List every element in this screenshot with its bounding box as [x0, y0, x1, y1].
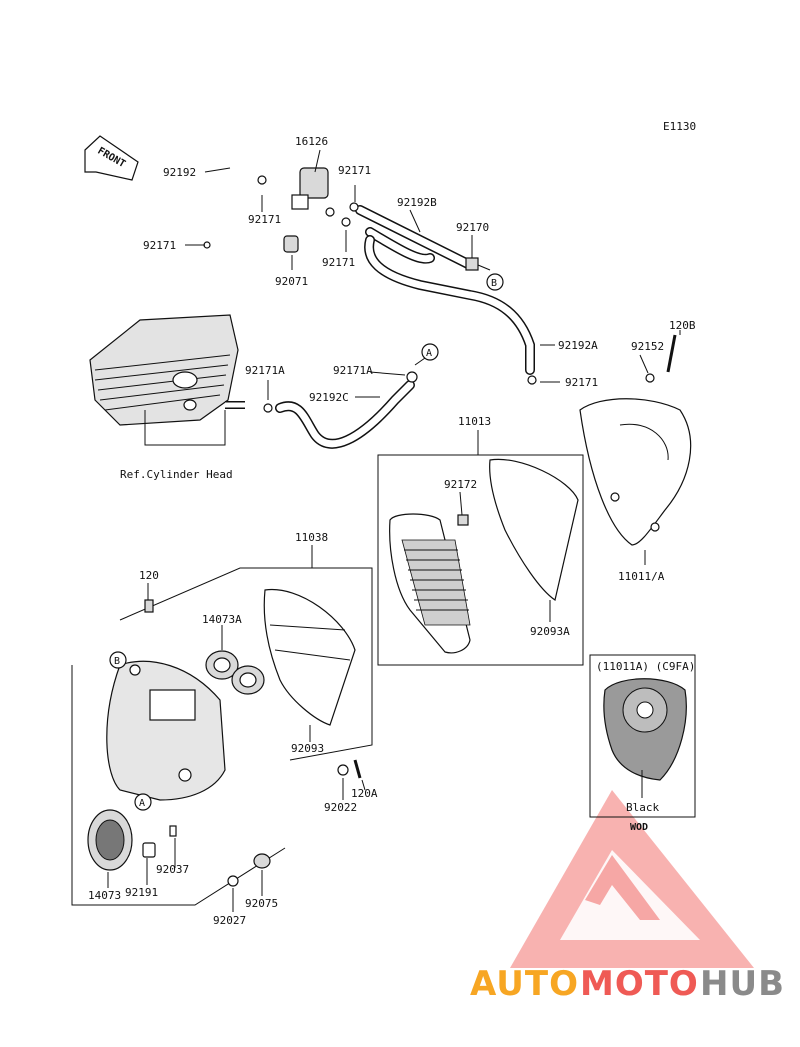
watermark-text: AUTO MOTO HUB [470, 964, 785, 1004]
part-label: 92093A [530, 625, 570, 638]
watermark-logo-icon [510, 790, 754, 968]
part-label: 92171 [565, 376, 598, 389]
svg-text:A: A [426, 348, 432, 359]
gasket-92093a-icon [489, 458, 579, 601]
seal-92071-icon [283, 235, 299, 253]
part-label: 92192B [397, 196, 437, 209]
part-label: 92172 [444, 478, 477, 491]
watermark-part2: MOTO [580, 964, 699, 1004]
part-label: 14073A [202, 613, 242, 626]
svg-text:B: B [491, 278, 497, 289]
leader-lines [107, 149, 681, 912]
callout-a-upper: A [421, 343, 439, 361]
part-label: 92171A [333, 364, 373, 377]
part-label: 92171 [338, 164, 371, 177]
part-label: 92071 [275, 275, 308, 288]
ref-cylinder-head-label: Ref.Cylinder Head [120, 468, 233, 481]
part-label: 14073 [88, 889, 121, 902]
intake-14073a-icon [205, 650, 265, 695]
part-label: 92152 [631, 340, 664, 353]
air-box-base-icon [106, 660, 226, 801]
part-label: 11011/A [618, 570, 665, 583]
filter-group-box [377, 454, 584, 666]
diagram-code: E1130 [663, 120, 696, 133]
part-label: 92093 [291, 742, 324, 755]
part-label: 92171 [322, 256, 355, 269]
variant-cover-icon [603, 678, 687, 781]
air-cleaner-cover-icon [579, 334, 692, 546]
svg-text:B: B [114, 656, 120, 667]
part-label: 92075 [245, 897, 278, 910]
lower-group-outline [119, 567, 373, 761]
variant-sublabel: WOD [630, 822, 648, 833]
part-label: 92171 [248, 213, 281, 226]
part-label: 92022 [324, 801, 357, 814]
watermark-part1: AUTO [470, 964, 579, 1004]
callout-b-lower: B [109, 651, 127, 669]
part-label: 92027 [213, 914, 246, 927]
variant-color-label: Black [626, 801, 659, 814]
part-label: 11038 [295, 531, 328, 544]
part-label: 11013 [458, 415, 491, 428]
cylinder-head-icon [89, 314, 245, 446]
part-label: 92191 [125, 886, 158, 899]
watermark-part3: HUB [700, 964, 785, 1004]
variant-label: (11011A) (C9FA) [596, 660, 695, 673]
hose-valve-assembly [191, 156, 537, 385]
valve-16126-icon [299, 167, 329, 199]
callout-b-upper: B [486, 273, 504, 291]
part-label: 120 [139, 569, 159, 582]
part-label: 92192C [309, 391, 349, 404]
part-label: 120B [669, 319, 696, 332]
part-label: 92171 [143, 239, 176, 252]
gasket-92093-icon [263, 588, 356, 726]
air-filter-element-icon [389, 513, 471, 654]
part-label: 92171A [245, 364, 285, 377]
part-label: 92170 [456, 221, 489, 234]
part-label: 16126 [295, 135, 328, 148]
part-label: 92037 [156, 863, 189, 876]
part-label: 92192 [163, 166, 196, 179]
part-label: 92192A [558, 339, 598, 352]
part-label: 120A [351, 787, 378, 800]
callout-a-lower: A [134, 793, 152, 811]
front-arrow-icon: FRONT [84, 135, 139, 181]
variant-box [589, 654, 696, 818]
svg-text:A: A [139, 798, 145, 809]
